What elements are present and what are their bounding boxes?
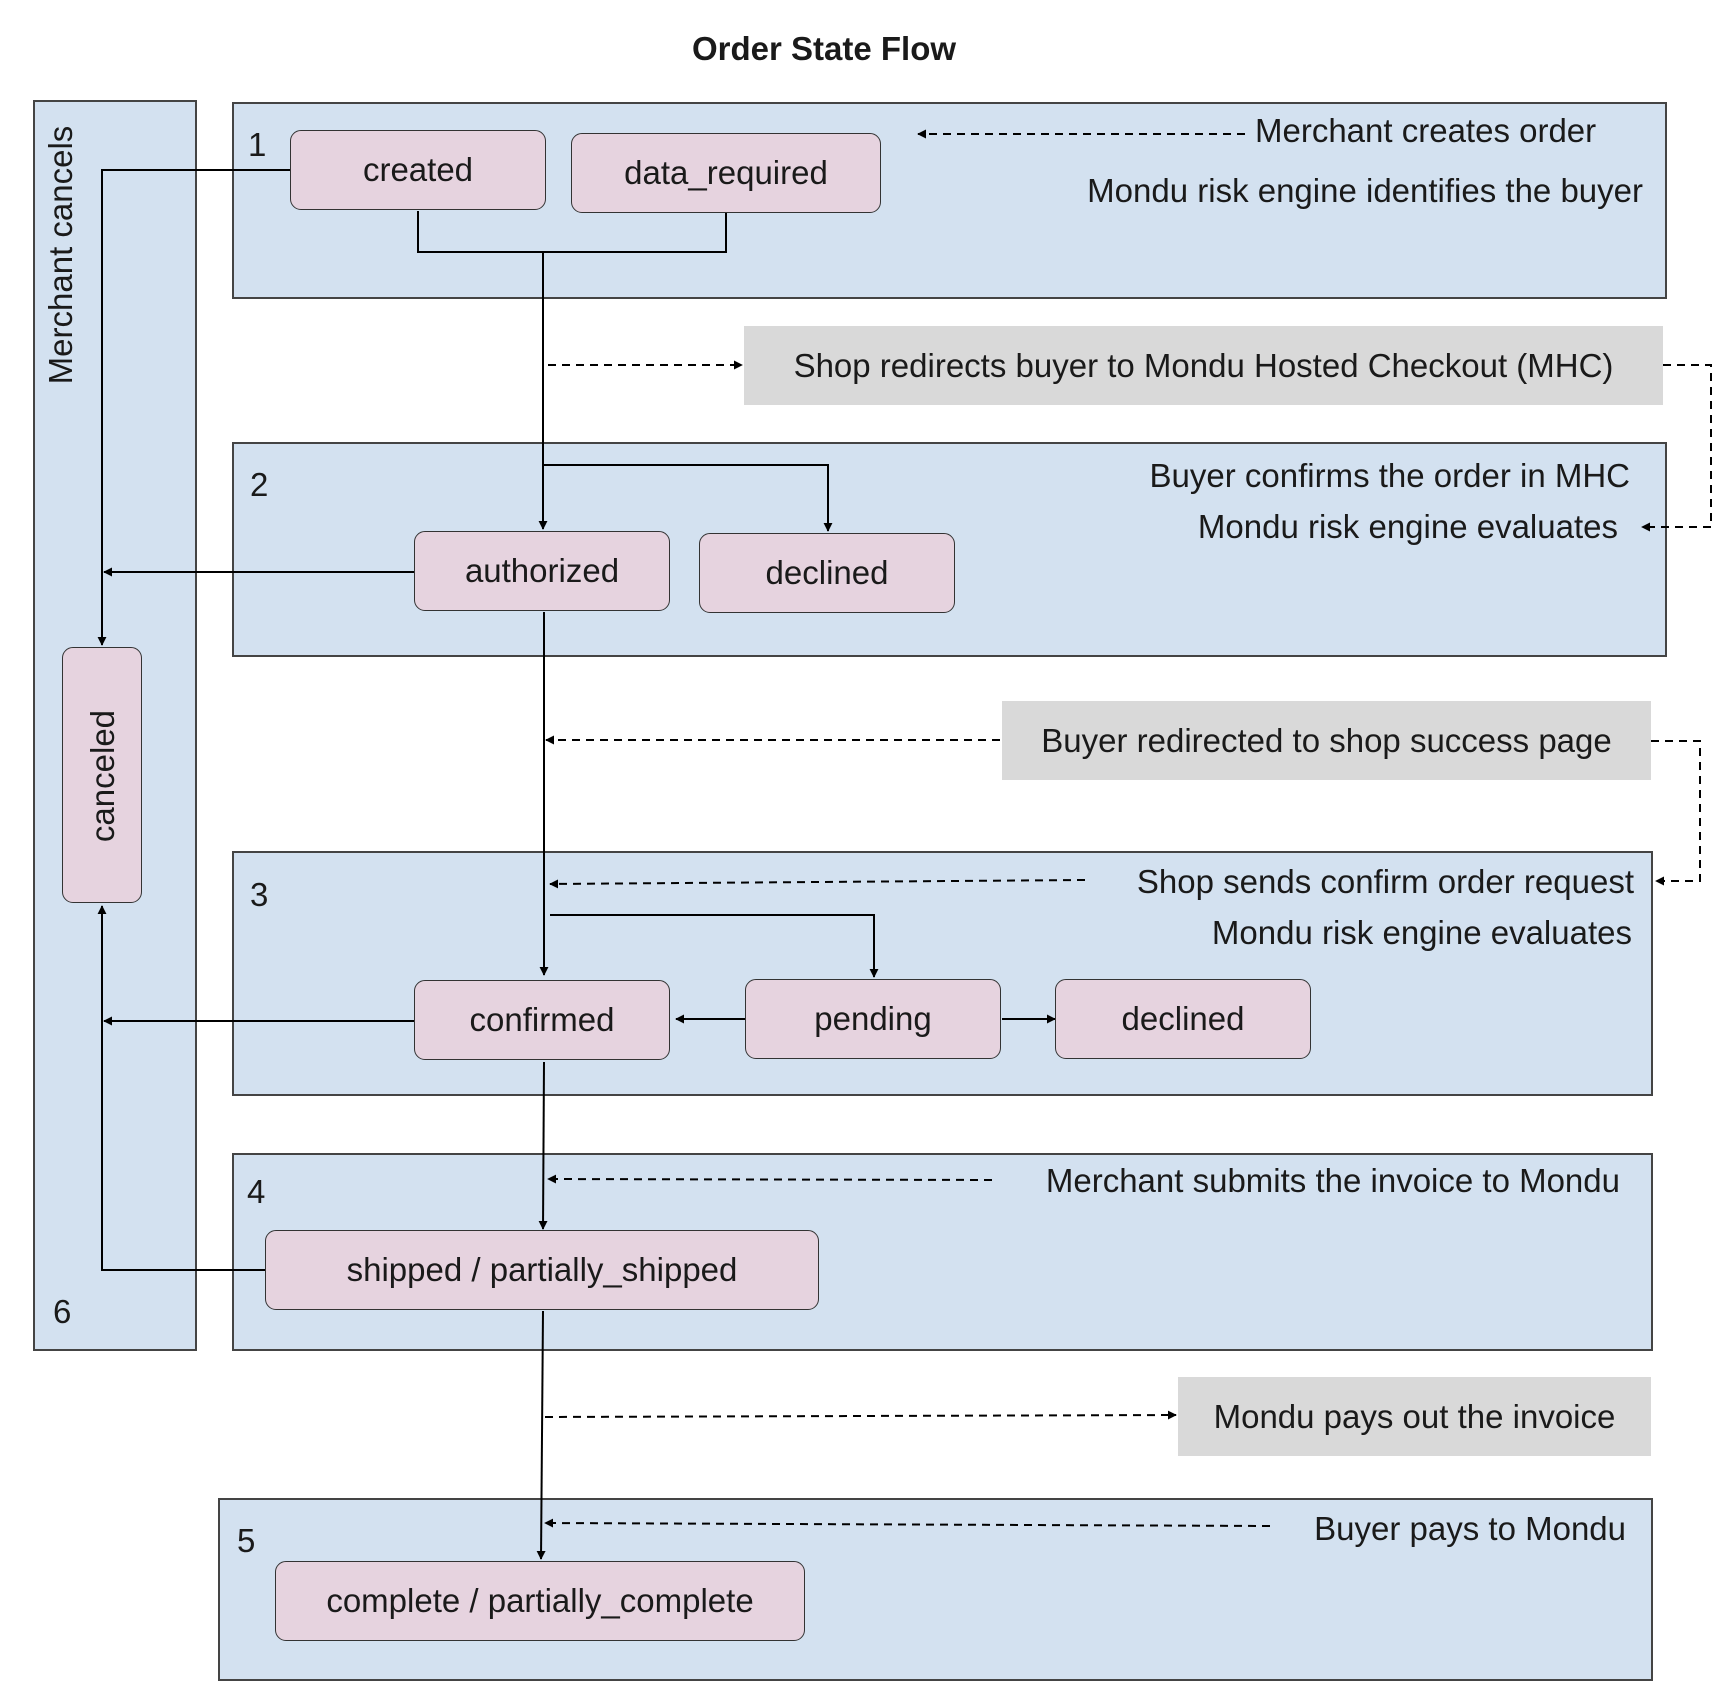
note-buyer-confirms-mhc: Buyer confirms the order in MHC: [1149, 457, 1630, 494]
cancel-lane-label: Merchant cancels: [42, 125, 79, 385]
event-mondu-pays-out: Mondu pays out the invoice: [1178, 1377, 1651, 1456]
state-pending: pending: [745, 979, 1001, 1059]
note-risk-evaluates-3: Mondu risk engine evaluates: [1211, 914, 1632, 951]
state-shipped: shipped / partially_shipped: [265, 1230, 819, 1310]
state-authorized: authorized: [414, 531, 670, 611]
lane-1-number: 1: [248, 126, 267, 163]
state-data-required: data_required: [571, 133, 881, 213]
state-declined-confirmation: declined: [1055, 979, 1311, 1059]
note-shop-sends-confirm: Shop sends confirm order request: [1136, 863, 1634, 900]
event-redirect-to-success-page: Buyer redirected to shop success page: [1002, 701, 1651, 780]
state-created: created: [290, 130, 546, 210]
note-risk-identifies-buyer: Mondu risk engine identifies the buyer: [1087, 172, 1643, 209]
lane-6-number: 6: [53, 1293, 72, 1330]
state-canceled: canceled: [62, 647, 142, 903]
note-buyer-pays-mondu: Buyer pays to Mondu: [1314, 1510, 1626, 1547]
event-redirect-to-mhc: Shop redirects buyer to Mondu Hosted Che…: [744, 326, 1663, 405]
note-merchant-creates-order: Merchant creates order: [1255, 112, 1597, 149]
state-confirmed: confirmed: [414, 980, 670, 1060]
note-merchant-submits-invoice: Merchant submits the invoice to Mondu: [1045, 1162, 1620, 1199]
lane-3-number: 3: [250, 876, 269, 913]
diagram-title: Order State Flow: [691, 30, 957, 67]
note-risk-evaluates-2: Mondu risk engine evaluates: [1197, 508, 1618, 545]
lane-5: [218, 1498, 1653, 1681]
lane-5-number: 5: [237, 1522, 256, 1559]
state-complete: complete / partially_complete: [275, 1561, 805, 1641]
lane-4-number: 4: [247, 1173, 266, 1210]
lane-2-number: 2: [250, 466, 269, 503]
state-declined-authorization: declined: [699, 533, 955, 613]
state-canceled-label: canceled: [84, 709, 121, 843]
